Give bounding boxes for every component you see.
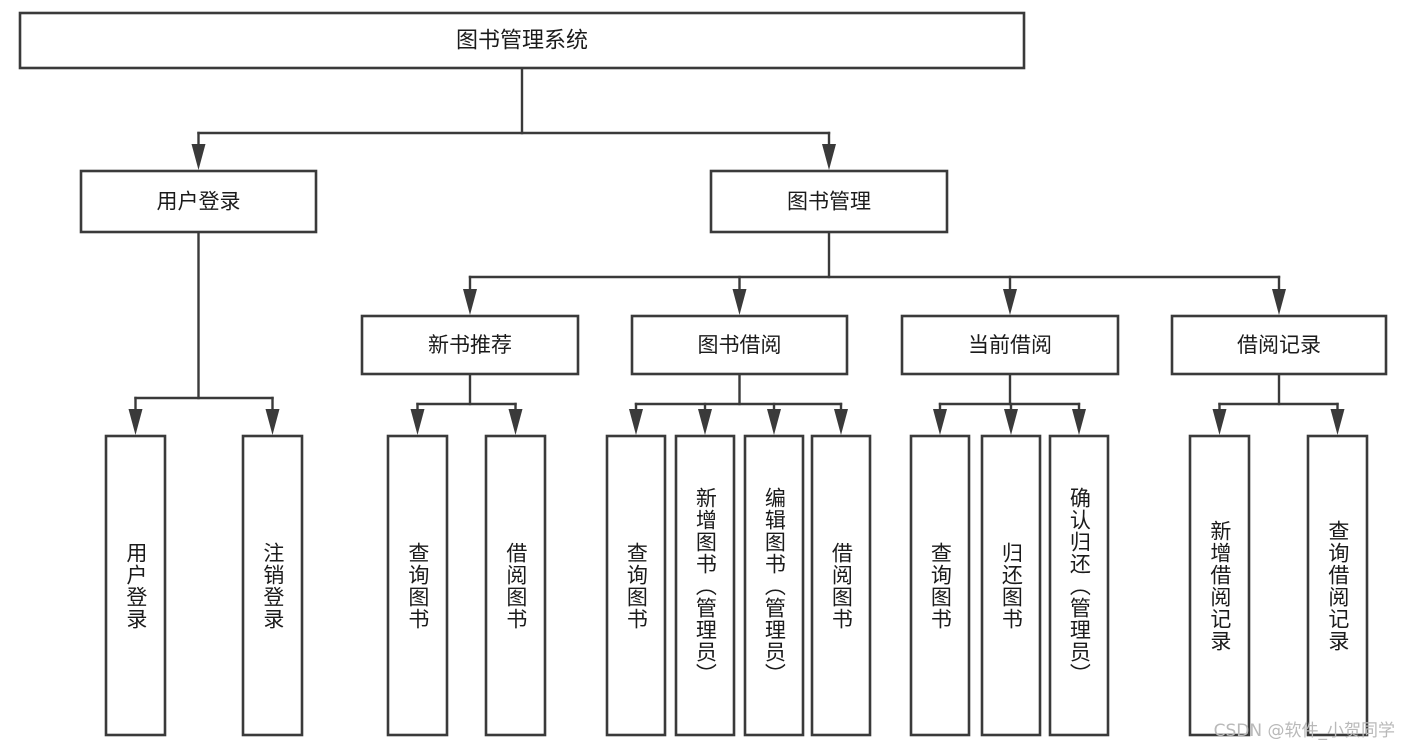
csdn-watermark: CSDN @软件_小贺同学 (1213, 721, 1395, 741)
leaf-node-归还图书-9[interactable] (980, 434, 1042, 737)
arrow-head-icon (834, 409, 848, 435)
leaf-node-查询图书-8[interactable] (909, 434, 971, 737)
leaf-node-用户登录-0[interactable] (104, 434, 167, 737)
leaf-node-编辑图书管理员-6[interactable] (743, 434, 805, 737)
arrow-head-icon (410, 409, 425, 435)
node-新书推荐[interactable] (360, 314, 580, 376)
level3-node-label: 当前借阅 (968, 333, 1052, 357)
arrow-head-icon (1004, 409, 1018, 435)
level3-node-label: 图书借阅 (698, 333, 782, 357)
arrow-head-icon (128, 409, 143, 435)
arrow-head-icon (933, 409, 947, 435)
root-node-label: 图书管理系统 (456, 29, 588, 54)
level3-node-label: 新书推荐 (428, 333, 512, 357)
leaf-node-新增图书管理员-5[interactable] (674, 434, 736, 737)
node-用户登录[interactable] (79, 169, 318, 234)
arrow-head-icon (698, 409, 712, 435)
level2-node-label: 图书管理 (787, 190, 871, 214)
leaf-node-新增借阅记录-11[interactable] (1188, 434, 1251, 737)
arrow-head-icon (1212, 409, 1227, 435)
leaf-node-注销登录-1[interactable] (241, 434, 304, 737)
arrow-head-icon (822, 144, 836, 170)
arrow-head-icon (732, 289, 747, 315)
node-图书借阅[interactable] (630, 314, 849, 376)
level2-node-label: 用户登录 (157, 190, 241, 214)
arrow-head-icon (265, 409, 280, 435)
leaf-node-借阅图书-3[interactable] (484, 434, 547, 737)
node-当前借阅[interactable] (900, 314, 1120, 376)
arrow-head-icon (1003, 289, 1017, 315)
arrow-head-icon (629, 409, 643, 435)
arrow-head-icon (1272, 289, 1286, 315)
leaf-node-借阅图书-7[interactable] (810, 434, 872, 737)
arrow-head-icon (767, 409, 781, 435)
leaf-node-查询图书-2[interactable] (386, 434, 449, 737)
leaf-node-查询借阅记录-12[interactable] (1306, 434, 1369, 737)
arrow-head-icon (1330, 409, 1345, 435)
leaf-node-查询图书-4[interactable] (605, 434, 667, 737)
node-图书管理系统[interactable] (18, 11, 1026, 70)
node-box-layer (18, 11, 1388, 737)
node-借阅记录[interactable] (1170, 314, 1388, 376)
node-图书管理[interactable] (709, 169, 949, 234)
arrow-head-icon (1072, 409, 1086, 435)
leaf-node-确认归还管理员-10[interactable] (1048, 434, 1110, 737)
connector-layer (128, 66, 1345, 435)
arrow-head-icon (463, 289, 477, 315)
arrow-head-icon (508, 409, 523, 435)
level3-node-label: 借阅记录 (1237, 333, 1321, 357)
arrow-head-icon (191, 144, 206, 170)
